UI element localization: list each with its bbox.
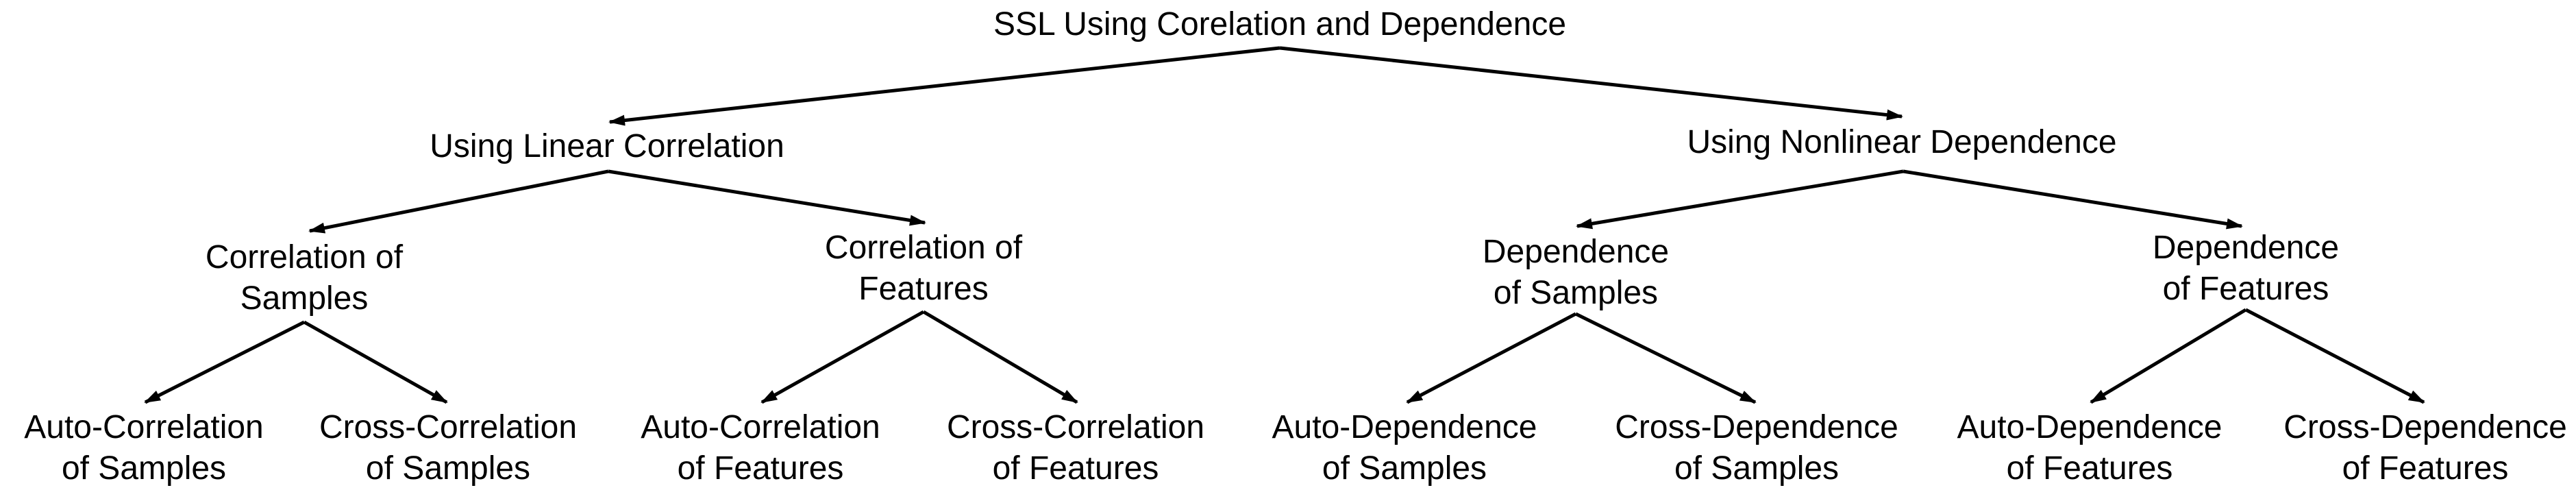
leaf-line2: of Features [2342, 450, 2509, 487]
leaf-line2: of Features [2006, 450, 2173, 487]
edge-dep-samples-cross [1574, 312, 1757, 404]
leaf-cross-dependence-samples: Cross-Dependence of Samples [1615, 407, 1898, 489]
edge-corr-features-cross [922, 310, 1078, 404]
leaf-line1: Cross-Dependence [2283, 409, 2567, 445]
correlation-of-features-line1: Correlation of [824, 230, 1023, 266]
correlation-of-features-node: Correlation of Features [825, 228, 1022, 310]
edge-dep-features-auto [2090, 308, 2247, 404]
dependence-of-features-line1: Dependence [2152, 230, 2340, 266]
edge-dep-samples-auto [1406, 312, 1577, 404]
nonlinear-dependence-label: Using Nonlinear Dependence [1687, 124, 2117, 160]
dependence-of-samples-line1: Dependence [1482, 234, 1670, 270]
root-label: SSL Using Corelation and Dependence [993, 6, 1567, 42]
root-node: SSL Using Corelation and Dependence [993, 4, 1566, 45]
linear-correlation-label: Using Linear Correlation [430, 128, 784, 164]
leaf-line2: of Samples [1674, 450, 1840, 487]
leaf-cross-correlation-features: Cross-Correlation of Features [947, 407, 1204, 489]
edge-nonlinear-dep-features [1903, 169, 2243, 230]
leaf-line1: Auto-Correlation [641, 409, 880, 445]
leaf-line2: of Samples [1322, 450, 1487, 487]
correlation-of-samples-line2: Samples [240, 280, 369, 317]
leaf-line1: Auto-Dependence [1272, 409, 1537, 445]
leaf-line1: Cross-Correlation [319, 409, 578, 445]
leaf-auto-dependence-samples: Auto-Dependence of Samples [1272, 407, 1537, 489]
linear-correlation-node: Using Linear Correlation [430, 126, 784, 167]
leaf-line1: Auto-Correlation [24, 409, 264, 445]
leaf-auto-correlation-features: Auto-Correlation of Features [641, 407, 880, 489]
dependence-of-features-node: Dependence of Features [2153, 228, 2339, 310]
leaf-line2: of Features [677, 450, 844, 487]
leaf-line1: Auto-Dependence [1957, 409, 2222, 445]
edge-nonlinear-dep-samples [1576, 169, 1904, 230]
dependence-of-samples-node: Dependence of Samples [1483, 232, 1669, 314]
leaf-line1: Cross-Correlation [946, 409, 1205, 445]
leaf-line1: Cross-Dependence [1615, 409, 1898, 445]
leaf-line2: of Samples [365, 450, 531, 487]
dependence-of-features-line2: of Features [2162, 271, 2329, 307]
leaf-auto-correlation-samples: Auto-Correlation of Samples [24, 407, 264, 489]
correlation-of-features-line2: Features [858, 271, 989, 307]
edge-root-nonlinear [1279, 46, 1903, 121]
edge-linear-corr-samples [308, 169, 609, 234]
leaf-line2: of Features [992, 450, 1159, 487]
correlation-of-samples-node: Correlation of Samples [206, 237, 403, 319]
leaf-cross-correlation-samples: Cross-Correlation of Samples [319, 407, 577, 489]
edge-root-linear [608, 46, 1280, 126]
nonlinear-dependence-node: Using Nonlinear Dependence [1687, 122, 2116, 163]
correlation-of-samples-line1: Correlation of [205, 239, 404, 275]
leaf-auto-dependence-features: Auto-Dependence of Features [1957, 407, 2222, 489]
leaf-cross-dependence-features: Cross-Dependence of Features [2283, 407, 2567, 489]
edge-dep-features-cross [2244, 308, 2425, 404]
dependence-of-samples-line2: of Samples [1493, 275, 1659, 311]
edge-corr-samples-cross [303, 320, 448, 404]
edge-corr-features-auto [760, 310, 925, 404]
edge-linear-corr-features [608, 169, 926, 226]
leaf-line2: of Samples [61, 450, 227, 487]
edge-corr-samples-auto [144, 320, 306, 404]
